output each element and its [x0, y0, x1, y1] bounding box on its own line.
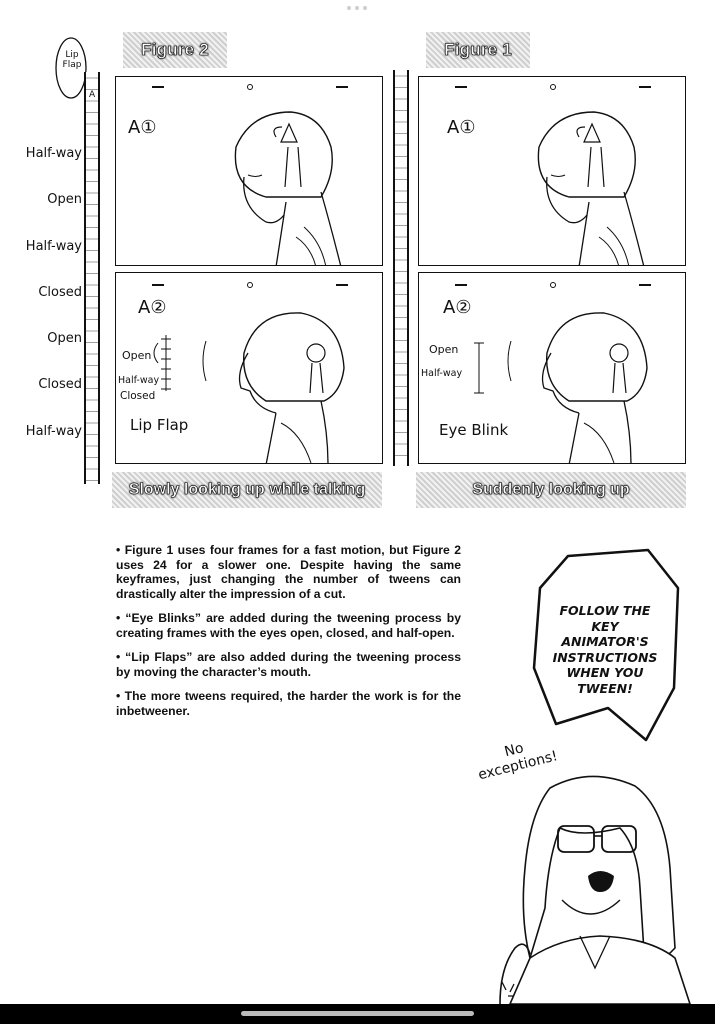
- figure-2-title: Figure 2: [123, 32, 227, 68]
- speech-bubble: [532, 548, 680, 742]
- figure-1-title: Figure 1: [426, 32, 530, 68]
- girl-lookup-drawing: [152, 282, 348, 463]
- lip-flap-note: Lip Flap: [62, 50, 82, 70]
- eye-blink-label: Eye Blink: [439, 421, 509, 439]
- tick-closed: Closed: [120, 390, 156, 402]
- timing-sheet-middle: [393, 70, 409, 466]
- bullet-1: • Figure 1 uses four frames for a fast m…: [116, 543, 461, 601]
- tick-half-way: Half-way: [118, 375, 160, 386]
- bullet-2: • “Eye Blinks” are added during the twee…: [116, 611, 461, 640]
- lip-flap-note-bubble: [55, 37, 87, 99]
- figure-2-panel-top: A①: [115, 76, 383, 266]
- girl-lookdown-drawing: [455, 84, 651, 265]
- figure-2-panel-bottom: A② Open Half-way Closed Lip Flap: [115, 272, 383, 464]
- key-a1-label: A①: [128, 117, 157, 138]
- timing-sheet-left: [84, 72, 100, 484]
- timing-label-1: Half-way: [25, 146, 82, 161]
- timing-label-2: Open: [47, 192, 82, 207]
- window-grabber[interactable]: [344, 6, 370, 10]
- timing-cell-a: A: [89, 90, 96, 100]
- girl-lookup-drawing: [455, 282, 651, 463]
- figure-1-panel-bottom: A② Open Half-way Eye Blink: [418, 272, 686, 464]
- teacher-character-drawing: [499, 775, 691, 1004]
- figure-2-caption: Slowly looking up while talking: [112, 472, 382, 508]
- girl-lookdown-drawing: [152, 84, 348, 265]
- tick-open: Open: [429, 343, 459, 356]
- explanation-text: • Figure 1 uses four frames for a fast m…: [116, 543, 461, 728]
- key-a2-label: A②: [443, 297, 472, 318]
- figure-1-panel-top: A①: [418, 76, 686, 266]
- timing-label-6: Closed: [38, 377, 82, 392]
- bullet-3: • “Lip Flaps” are also added during the …: [116, 650, 461, 679]
- bullet-4: • The more tweens required, the harder t…: [116, 689, 461, 718]
- timing-label-4: Closed: [38, 285, 82, 300]
- key-a1-label: A①: [447, 117, 476, 138]
- figure-1-caption: Suddenly looking up: [416, 472, 686, 508]
- timing-label-5: Open: [47, 331, 82, 346]
- home-indicator[interactable]: [241, 1011, 474, 1016]
- speech-bubble-text: FOLLOW THE KEY ANIMATOR'S INSTRUCTIONS W…: [552, 603, 658, 696]
- timing-label-7: Half-way: [25, 424, 82, 439]
- tick-open: Open: [122, 349, 152, 362]
- tick-half-way: Half-way: [421, 368, 463, 379]
- key-a2-label: A②: [138, 297, 167, 318]
- timing-label-3: Half-way: [25, 239, 82, 254]
- lip-flap-label: Lip Flap: [130, 416, 189, 434]
